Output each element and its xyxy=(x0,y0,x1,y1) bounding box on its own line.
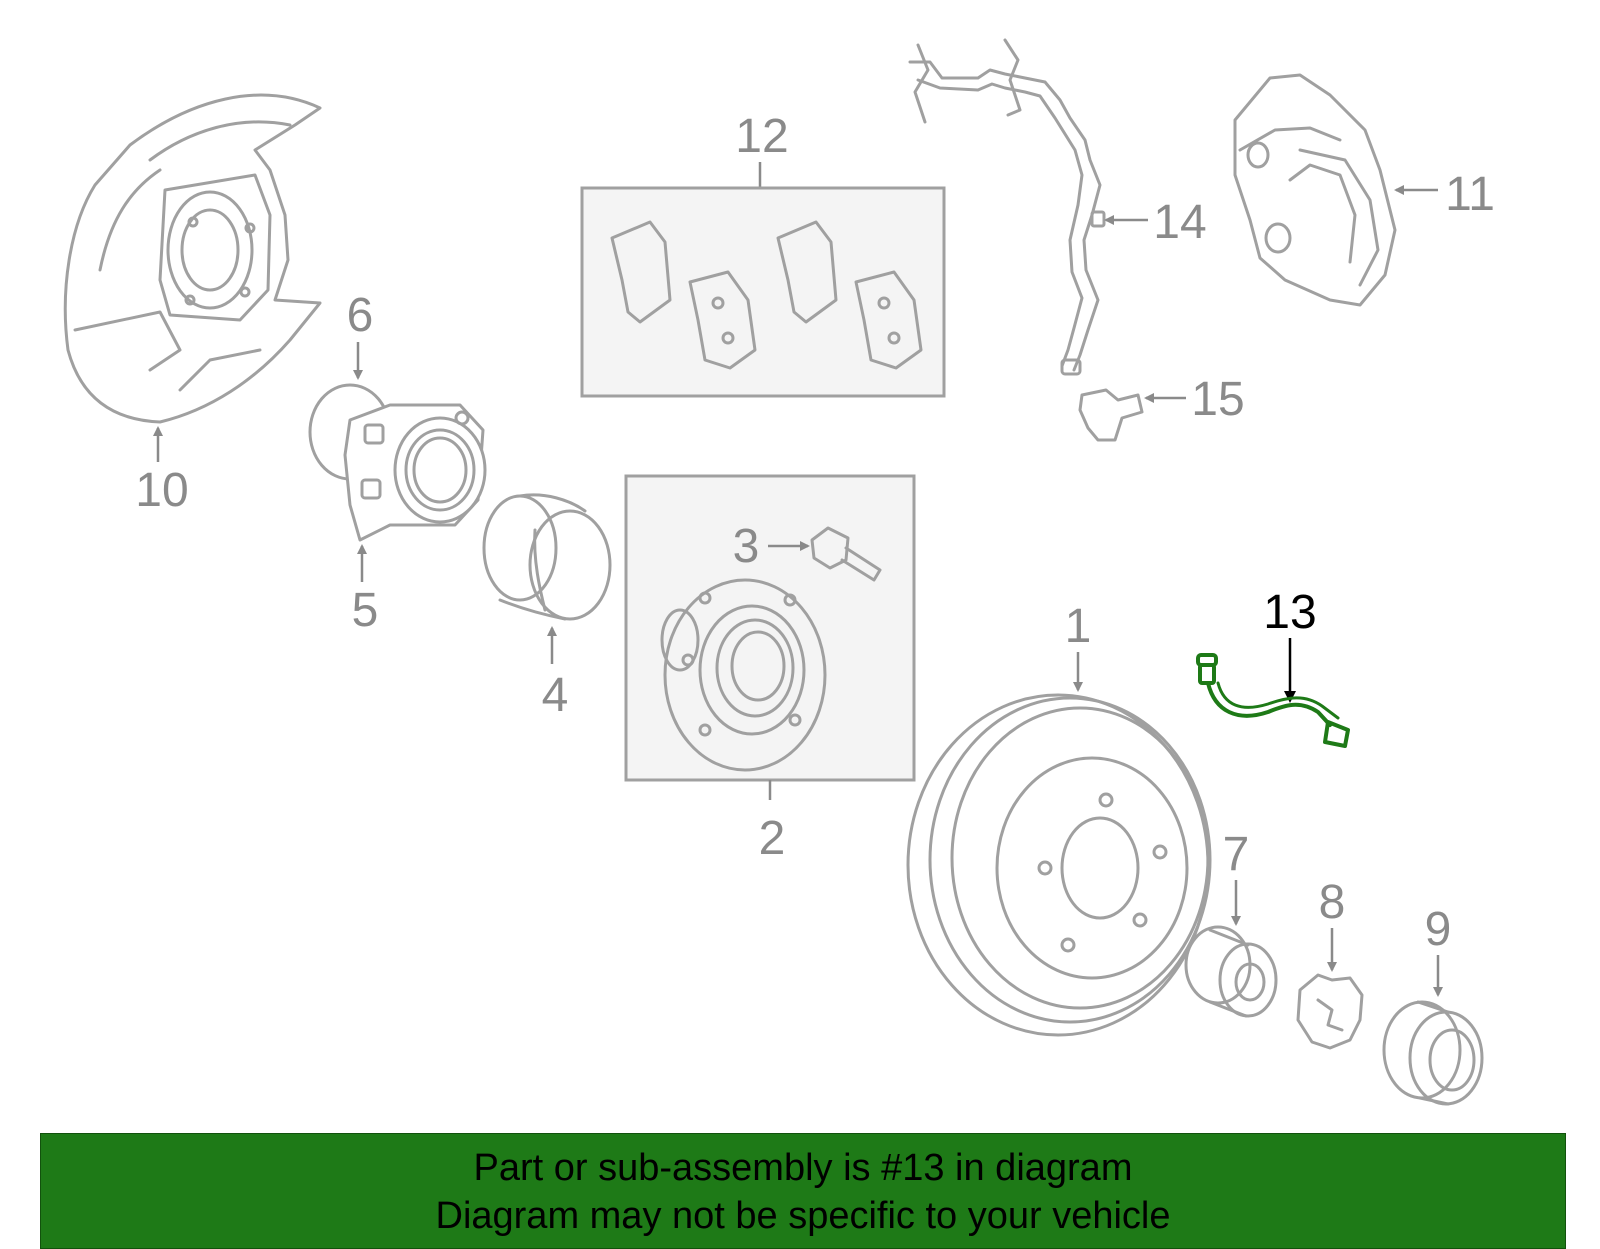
callout-2: 2 xyxy=(759,812,786,865)
part-13-brake-hose[interactable] xyxy=(1196,653,1350,748)
callout-13: 13 xyxy=(1263,586,1316,639)
part-3-wheel-stud[interactable] xyxy=(810,526,882,582)
callout-10: 10 xyxy=(135,464,188,517)
part-11-caliper[interactable] xyxy=(1233,73,1397,307)
callout-4: 4 xyxy=(542,669,569,722)
part-12-brake-pad-kit[interactable] xyxy=(580,186,946,398)
part-8-lock-nut[interactable] xyxy=(1296,973,1364,1050)
part-4-bearing[interactable] xyxy=(482,493,612,621)
part-7-seal[interactable] xyxy=(1184,925,1278,1018)
callout-3: 3 xyxy=(733,520,760,573)
part-10-dust-shield[interactable] xyxy=(63,93,322,424)
callout-15: 15 xyxy=(1191,373,1244,426)
part-1-brake-rotor[interactable] xyxy=(906,693,1212,1037)
callout-1: 1 xyxy=(1065,600,1092,653)
callout-14: 14 xyxy=(1153,196,1206,249)
part-2-hub-assembly[interactable] xyxy=(624,474,916,782)
callout-7: 7 xyxy=(1223,828,1250,881)
callout-5: 5 xyxy=(352,584,379,637)
part-15-abs-sensor[interactable] xyxy=(1078,388,1144,442)
banner-line-1: Part or sub-assembly is #13 in diagram xyxy=(473,1147,1133,1189)
callout-6: 6 xyxy=(347,289,374,342)
callout-12: 12 xyxy=(735,110,788,163)
banner-line-2: Diagram may not be specific to your vehi… xyxy=(435,1195,1171,1237)
part-5-knuckle[interactable] xyxy=(343,403,487,542)
part-14-abs-wire-harness[interactable] xyxy=(908,38,1106,376)
callout-11: 11 xyxy=(1445,168,1495,221)
callout-9: 9 xyxy=(1425,903,1452,956)
part-9-grease-cap[interactable] xyxy=(1382,1000,1484,1106)
info-banner: Part or sub-assembly is #13 in diagram D… xyxy=(40,1133,1566,1249)
callout-8: 8 xyxy=(1319,876,1346,929)
